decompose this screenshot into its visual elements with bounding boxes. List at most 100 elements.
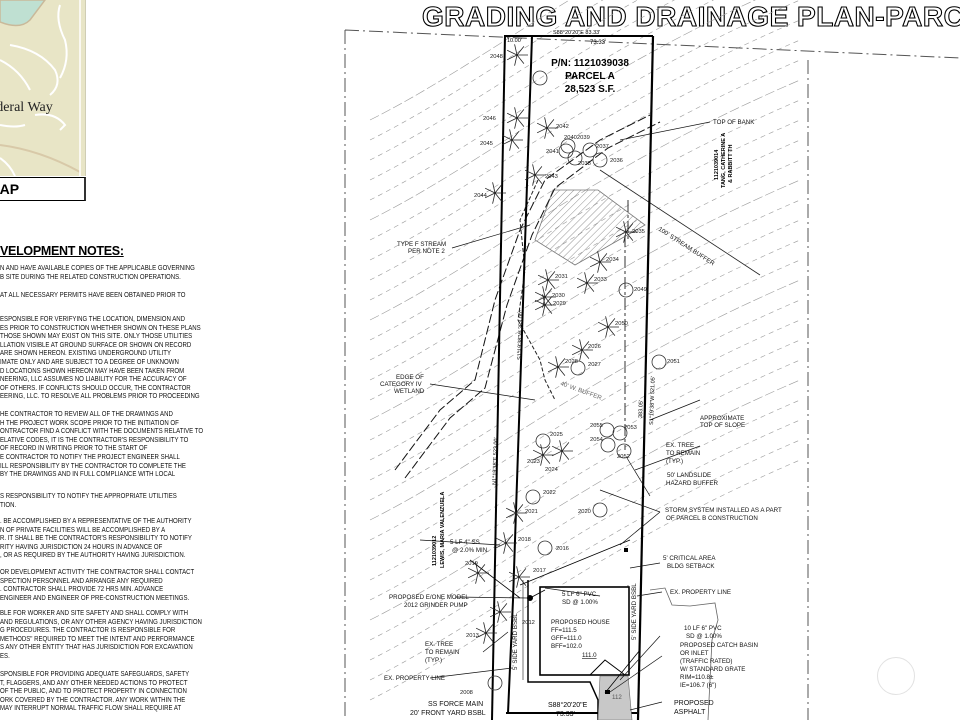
- callout-ex-tree-left-3: (TYP.): [425, 657, 442, 664]
- conifer-tree-icon: 2028: [547, 356, 578, 378]
- deciduous-tree-icon: 2047: [532, 70, 578, 86]
- tree-id-label: 2008: [460, 690, 473, 696]
- tree-id-label: 2026: [588, 344, 601, 350]
- tree-id-label: 2038: [578, 161, 591, 167]
- note-line: ES PRIOR TO CONSTRUCTION WHETHER SHOWN O…: [0, 322, 201, 332]
- deciduous-tree-icon: 2052: [616, 443, 632, 460]
- callout-critical-area-1: 5' CRITICAL AREA: [663, 555, 716, 562]
- tree-id-label: 2034: [606, 257, 620, 263]
- note-paragraph: . BE ACCOMPLISHED BY A REPRESENTATIVE OF…: [0, 516, 192, 560]
- map-place-label: ederal Way: [0, 100, 53, 115]
- callout-top-of-bank: TOP OF BANK: [713, 119, 755, 126]
- conifer-tree-icon: 2021: [505, 502, 538, 524]
- contour-line: [369, 139, 801, 381]
- conifer-tree-icon: 2034: [589, 251, 620, 273]
- deciduous-tree-icon: 2027: [570, 360, 601, 376]
- callout-wetland-3: WETLAND: [394, 388, 425, 395]
- bearing-top-offset: 10.00': [507, 38, 522, 44]
- tree-id-label: 2030: [552, 293, 565, 299]
- conifer-tree-icon: 2024: [545, 440, 573, 473]
- note-line: MAY INTERRUPT NORMAL TRAFFIC FLOW SHALL …: [0, 703, 182, 713]
- callout-landslide-2: HAZARD BUFFER: [666, 480, 718, 487]
- callout-catch-basin-1: PROPOSED CATCH BASIN: [680, 642, 758, 649]
- callout-catch-basin-4: W/ STANDARD GRATE: [680, 666, 745, 673]
- note-line: G PROCEDURES. THE CONTRACTOR IS RESPONSI…: [0, 625, 176, 635]
- note-line: SPECTION PERSONNEL AND ARRANGE ANY REQUI…: [0, 575, 163, 585]
- callout-storm-1: STORM SYSTEM INSTALLED AS A PART: [665, 507, 782, 514]
- tree-id-label: 2041: [546, 149, 559, 155]
- note-paragraph: SPONSIBLE FOR PROVIDING ADEQUATE SAFEGUA…: [0, 669, 190, 713]
- proposed-house: [539, 586, 630, 676]
- conifer-tree-icon: 2033: [576, 272, 607, 294]
- owner-east-name: TANG, CATHERINE A: [721, 133, 727, 188]
- callout-asphalt-2: ASPHALT: [674, 709, 706, 716]
- owner-east-pn: 1121039014: [714, 149, 720, 180]
- contour-line: [369, 339, 801, 581]
- trees: 2048204720462045204220402039204120382037…: [460, 44, 680, 696]
- callout-house-4: BFF=102.0: [551, 643, 582, 650]
- tree-id-label: 2033: [594, 277, 607, 283]
- tree-id-label: 2046: [483, 116, 496, 122]
- driveway: [527, 580, 599, 720]
- tree-id-label: 2048: [490, 54, 503, 60]
- conifer-tree-icon: 2043: [524, 164, 558, 186]
- tree-id-label: 2053: [624, 425, 637, 431]
- note-line: R. IT SHALL BE THE CONTRACTOR'S RESPONSI…: [0, 533, 192, 543]
- tree-id-label: 2028: [565, 359, 578, 365]
- note-line: ILL RESPONSIBILITY BY THE CONTRACTOR TO …: [0, 460, 186, 470]
- parcel-line-inner-left: [507, 35, 533, 714]
- contour-line: [369, 0, 715, 201]
- map-streets: [0, 0, 81, 176]
- leader-lines: [419, 121, 711, 711]
- contour-line: [369, 119, 801, 361]
- contour-line: [369, 39, 801, 281]
- contour-lines: [369, 0, 801, 701]
- note-paragraph: BLE FOR WORKER AND SITE SAFETY AND SHALL…: [0, 608, 202, 661]
- contour-line: [369, 59, 801, 301]
- note-line: SPONSIBLE FOR PROVIDING ADEQUATE SAFEGUA…: [0, 669, 190, 678]
- tree-id-label: 2025: [550, 432, 563, 438]
- house-garage: [589, 659, 626, 676]
- note-line: AT ALL NECESSARY PERMITS HAVE BEEN OBTAI…: [0, 290, 186, 299]
- callout-sd-6-top-2: SD @ 1.00%: [562, 599, 598, 606]
- contour-line: [369, 259, 801, 501]
- callout-storm-2: OF PARCEL B CONSTRUCTION: [666, 515, 758, 522]
- owner-west-name: LEWIS, MARIA VALENZUELA: [440, 492, 446, 568]
- note-line: N OF PRIVATE FACILITIES WILL BE ACCOMPLI…: [0, 524, 166, 534]
- conifer-tree-icon: 2042: [536, 117, 569, 139]
- conifer-tree-icon: 2044: [474, 182, 506, 204]
- note-line: OF OTHERS. IF CONFLICTS SHOULD OCCUR, TH…: [0, 382, 191, 392]
- note-line: OF THE PUBLIC, AND TO PROTECT PROPERTY I…: [0, 686, 187, 696]
- bearing-bottom: S88°20'20"E: [548, 701, 588, 709]
- parcel-name: PARCEL A: [565, 71, 615, 82]
- callout-grinder-pump-1: PROPOSED E/ONE MODEL: [389, 594, 469, 601]
- bearing-left-outer: N1°19'38"E 523.00': [492, 437, 500, 485]
- note-line: BLE FOR WORKER AND SITE SAFETY AND SHALL…: [0, 608, 189, 617]
- tree-id-label: 20402039: [564, 135, 590, 141]
- bearing-top: S88°20'20"E 83.33': [553, 30, 600, 36]
- contour-line: [369, 0, 675, 181]
- bearing-bottom-inner: 73.33': [556, 711, 575, 718]
- tree-id-label: 2055: [590, 423, 603, 429]
- callout-grinder-pump-2: 2012 GRINDER PUMP: [404, 602, 468, 609]
- callout-critical-area-2: BLDG SETBACK: [667, 563, 715, 570]
- deciduous-tree-icon: 2037: [582, 142, 609, 158]
- contour-line: [369, 299, 801, 541]
- deciduous-tree-icon: 2022: [525, 489, 556, 505]
- callout-sd-6-bottom-1: 10 LF 6" PVC: [684, 625, 722, 632]
- conifer-tree-icon: 2026: [571, 339, 601, 361]
- note-line: ENGINEER AND ENGINEER OF PRE-CONSTRUCTIO…: [0, 592, 190, 602]
- overlay-circle-button[interactable]: [877, 657, 915, 695]
- note-line: . BE ACCOMPLISHED BY A REPRESENTATIVE OF…: [0, 516, 192, 525]
- contour-line: [369, 199, 801, 441]
- conifer-tree-icon: 2046: [483, 107, 528, 129]
- callout-wetland-2: CATEGORY IV: [380, 381, 422, 388]
- storm-structure-icon: [624, 548, 628, 552]
- callout-catch-basin-2: OR INLET: [680, 650, 709, 657]
- callout-house-1: PROPOSED HOUSE: [551, 619, 610, 626]
- conifer-tree-icon: 2029: [534, 294, 566, 316]
- callout-wetland-1: EDGE OF: [396, 374, 424, 381]
- tree-id-label: 2017: [533, 568, 546, 574]
- note-line: ARE SHOWN HEREON. EXISTING UNDERGROUND U…: [0, 348, 172, 358]
- note-line: S RESPONSIBILITY TO NOTIFY THE APPROPRIA…: [0, 491, 177, 500]
